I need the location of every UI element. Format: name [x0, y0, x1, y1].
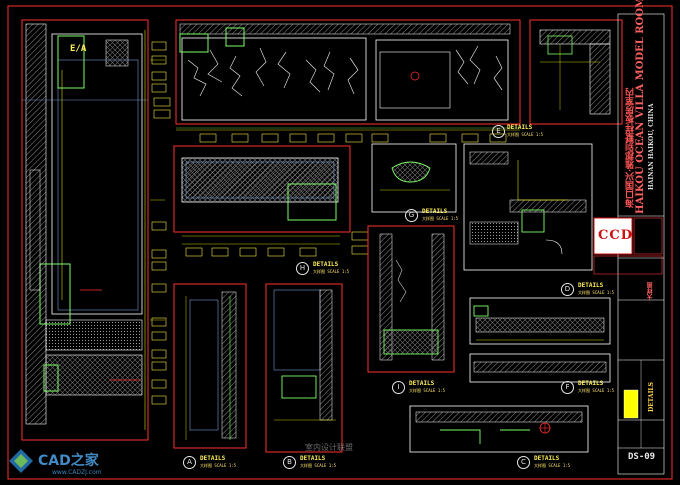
detail-title-E: DETAILS	[507, 124, 533, 131]
detail-title-I: DETAILS	[409, 380, 435, 387]
detail-marker-H: H	[296, 262, 309, 275]
watermark-url: www.CADZJ.com	[52, 469, 102, 476]
detail-scale-G: 大样图 SCALE 1:5	[422, 216, 459, 221]
detail-elevation-left	[21, 19, 165, 441]
detail-title-B: DETAILS	[300, 455, 326, 462]
project-title-en: HAIKOU OCEAN VILLA MODEL ROOM	[635, 0, 646, 214]
detail-H	[463, 143, 593, 271]
detail-scale-H: 大样图 SCALE 1:5	[313, 269, 350, 274]
detail-A	[173, 283, 247, 449]
detail-D	[469, 297, 611, 345]
detail-title-F: DETAILS	[578, 380, 604, 387]
detail-marker-C: C	[517, 456, 530, 469]
detail-marker-G: G	[405, 209, 418, 222]
detail-title-G: DETAILS	[422, 208, 448, 215]
detail-title-D: DETAILS	[578, 282, 604, 289]
detail-marker-I: I	[392, 381, 405, 394]
detail-marker-B: B	[283, 456, 296, 469]
detail-scale-I: 大样图 SCALE 1:5	[409, 388, 446, 393]
ea-tag: E/A	[70, 44, 87, 54]
detail-marker-A: A	[183, 456, 196, 469]
detail-B	[265, 283, 343, 453]
watermark-center: 室内设计联盟	[305, 443, 353, 452]
detail-I	[367, 225, 455, 373]
detail-marker-E: E	[492, 125, 505, 138]
detail-section-top-right	[529, 19, 623, 125]
detail-scale-C: 大样图 SCALE 1:5	[534, 463, 571, 468]
detail-stone-wall	[175, 19, 521, 131]
detail-marker-F: F	[561, 381, 574, 394]
detail-C	[409, 405, 589, 453]
detail-scale-E: 大样图 SCALE 1:5	[507, 132, 544, 137]
detail-scale-F: 大样图 SCALE 1:5	[578, 388, 615, 393]
sheet-title: DETAILS	[648, 382, 655, 412]
scale-note: 大样图	[647, 282, 654, 300]
detail-scale-A: 大样图 SCALE 1:5	[200, 463, 237, 468]
detail-title-H: DETAILS	[313, 261, 339, 268]
annotation-tags-left	[151, 41, 167, 405]
detail-scale-B: 大样图 SCALE 1:5	[300, 463, 337, 468]
title-block	[593, 13, 665, 475]
detail-marker-D: D	[561, 283, 574, 296]
company-logo: CCD	[598, 228, 633, 243]
detail-bench-section	[173, 145, 351, 245]
detail-title-C: DETAILS	[534, 455, 560, 462]
watermark-logo-icon	[8, 448, 34, 474]
detail-G	[371, 143, 457, 213]
drawing-number: DS-09	[628, 452, 656, 462]
detail-scale-D: 大样图 SCALE 1:5	[578, 290, 615, 295]
project-location: HAINAN HAIKOU, CHINA	[648, 103, 655, 190]
annotation-tags-top	[153, 97, 507, 143]
watermark-brand: CAD之家	[38, 453, 99, 469]
detail-title-A: DETAILS	[200, 455, 226, 462]
detail-E	[469, 353, 611, 383]
